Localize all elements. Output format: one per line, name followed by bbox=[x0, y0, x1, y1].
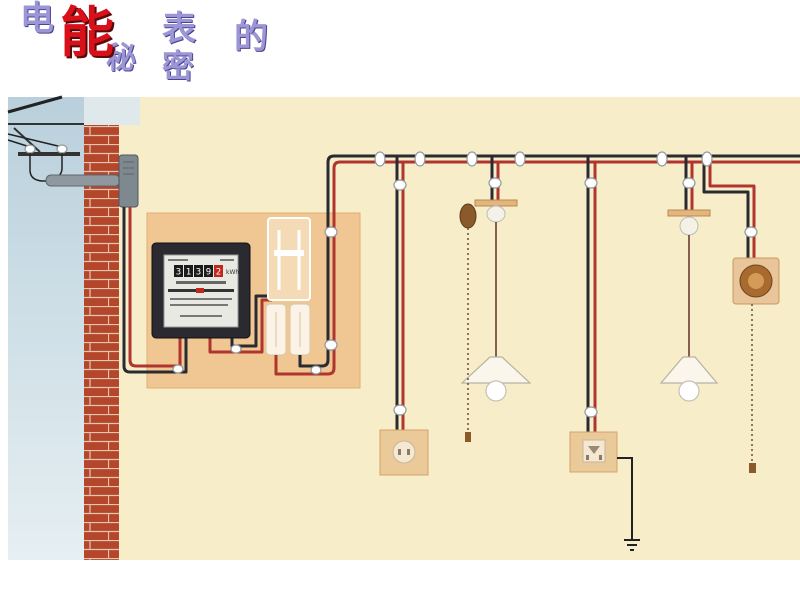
insulator bbox=[744, 226, 758, 238]
insulator-knobs bbox=[172, 151, 758, 418]
insulator bbox=[488, 177, 502, 189]
ground-symbol bbox=[624, 539, 640, 551]
main-wire-neutral bbox=[298, 154, 800, 368]
insulator bbox=[324, 339, 338, 351]
insulator bbox=[374, 151, 386, 167]
title-char-6: 密 bbox=[162, 47, 195, 85]
input-wire-live bbox=[128, 207, 182, 368]
meter-digit: 9 bbox=[206, 268, 211, 278]
insulator bbox=[584, 406, 598, 418]
meter-label-text bbox=[176, 281, 226, 284]
service-entrance bbox=[7, 133, 139, 208]
insulator bbox=[172, 364, 184, 374]
electric-meter: 3 1 3 9 2 kWh bbox=[151, 242, 251, 339]
title-char-4: 表 bbox=[162, 9, 196, 49]
service-box bbox=[118, 154, 139, 208]
wall-socket bbox=[379, 429, 429, 476]
outside-wall-area bbox=[8, 97, 84, 560]
knife-switch bbox=[267, 217, 311, 301]
pull-cord-knob bbox=[465, 432, 471, 442]
brick-wall bbox=[84, 125, 119, 560]
meter-spec-text bbox=[170, 298, 232, 300]
round-switch bbox=[732, 257, 780, 305]
meter-unit: kWh bbox=[226, 269, 239, 276]
meter-digit: 3 bbox=[176, 268, 181, 278]
meter-digit: 1 bbox=[186, 268, 191, 278]
insulator bbox=[414, 151, 426, 167]
pull-cord-knob bbox=[749, 463, 756, 473]
conduit-pipe bbox=[45, 174, 121, 187]
insulator bbox=[682, 177, 696, 189]
pull-switch bbox=[459, 203, 477, 229]
light-bulb bbox=[485, 380, 507, 402]
insulator bbox=[310, 365, 322, 375]
lampshade bbox=[460, 356, 532, 384]
insulator bbox=[230, 344, 242, 354]
ceiling-rose bbox=[679, 216, 699, 236]
title-char-2: 能 bbox=[60, 1, 114, 64]
title-char-3: 秘 bbox=[106, 41, 136, 76]
title-char-5: 的 bbox=[234, 17, 268, 57]
fuses bbox=[265, 303, 311, 356]
meter-digit-red: 2 bbox=[216, 268, 221, 278]
insulator bbox=[466, 151, 478, 167]
eave-area bbox=[84, 97, 140, 125]
meter-digit: 3 bbox=[196, 268, 201, 278]
insulator bbox=[393, 179, 407, 191]
light-bulb bbox=[678, 380, 700, 402]
ceiling-rose bbox=[486, 205, 506, 223]
insulator bbox=[701, 151, 713, 167]
ceiling-block bbox=[474, 199, 518, 207]
branch-wire-neutral bbox=[702, 156, 750, 258]
main-wire-live bbox=[274, 160, 800, 376]
lampshade bbox=[659, 356, 719, 384]
output-wire-neutral bbox=[230, 294, 272, 348]
ground-wire bbox=[617, 457, 633, 540]
grounded-socket bbox=[569, 431, 618, 473]
insulator bbox=[584, 177, 598, 189]
insulator bbox=[656, 151, 668, 167]
meter-spec-text bbox=[170, 304, 228, 306]
meter-maker-text bbox=[180, 315, 222, 317]
insulator bbox=[324, 226, 338, 238]
cross-arm bbox=[18, 152, 80, 156]
meter-counter: 3 1 3 9 2 bbox=[174, 265, 223, 278]
insulator bbox=[514, 151, 526, 167]
insulator bbox=[56, 144, 68, 154]
output-wire-live bbox=[208, 298, 272, 354]
insulator bbox=[24, 144, 36, 154]
input-wire-neutral bbox=[122, 207, 188, 374]
roof-eave bbox=[7, 95, 84, 153]
branch-wire-live bbox=[708, 162, 756, 258]
title-char-1: 电 bbox=[20, 0, 54, 39]
ceiling-block bbox=[667, 209, 711, 217]
insulator bbox=[393, 404, 407, 416]
